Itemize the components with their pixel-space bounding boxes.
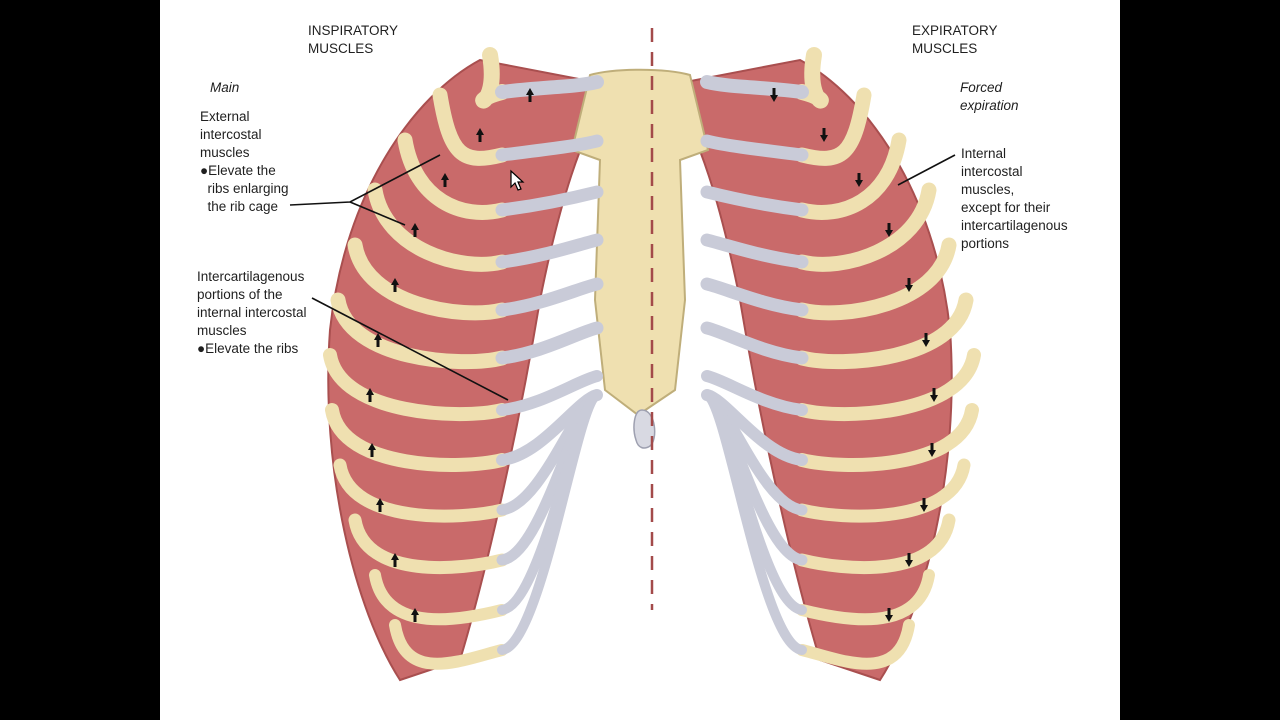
arrow-up-icon: [366, 388, 374, 402]
arrow-up-icon: [411, 223, 419, 237]
arrow-down-icon: [885, 608, 893, 622]
arrow-up-icon: [391, 553, 399, 567]
arrow-up-icon: [374, 333, 382, 347]
inspiratory-muscles-heading: INSPIRATORY MUSCLES: [308, 23, 399, 56]
arrow-down-icon: [928, 443, 936, 457]
left-rib-bone: [389, 619, 508, 670]
right-rib-bone: [795, 513, 956, 575]
muscle-direction-arrows: [366, 88, 938, 622]
ribs: [323, 47, 981, 670]
arrow-up-icon: [441, 173, 449, 187]
main-label: Main: [210, 80, 240, 95]
left-rib-bone: [347, 237, 510, 321]
leader-line-intercartilagenous: [311, 297, 509, 401]
right-rib-bone: [794, 47, 829, 109]
left-rib-bone: [333, 458, 509, 523]
arrow-down-icon: [905, 553, 913, 567]
left-intercostal-muscle-field: [327, 58, 612, 682]
right-rib-bone: [796, 569, 935, 626]
arrow-down-icon: [930, 388, 938, 402]
arrow-down-icon: [905, 278, 913, 292]
left-rib-bone: [432, 87, 510, 166]
left-costal-cartilage: [495, 277, 604, 317]
left-rib-bone: [330, 292, 510, 370]
left-costal-cartilage: [497, 390, 602, 655]
right-costal-cartilage: [700, 134, 809, 162]
internal-intercostal-label: Internal intercostal muscles, except for…: [961, 146, 1068, 251]
right-costal-cartilage: [700, 185, 809, 217]
right-rib-bone: [794, 292, 974, 370]
right-costal-cartilage: [702, 390, 807, 655]
right-costal-cartilage: [700, 233, 809, 269]
right-rib-bone: [794, 237, 957, 321]
right-rib-bone: [794, 132, 907, 220]
rib-cage-illustration: [289, 28, 981, 682]
right-rib-bone: [795, 348, 981, 422]
left-rib-bone: [323, 348, 509, 422]
arrow-up-icon: [376, 498, 384, 512]
right-rib-bone: [794, 182, 937, 272]
left-rib-bone: [397, 132, 510, 220]
left-costal-cartilage: [495, 321, 604, 365]
right-rib-bone: [795, 403, 979, 472]
leader-lines: [289, 154, 956, 401]
slide: INSPIRATORY MUSCLES EXPIRATORY MUSCLES M…: [160, 0, 1120, 720]
arrow-down-icon: [922, 333, 930, 347]
mouse-pointer-icon: [510, 169, 525, 191]
arrow-up-icon: [526, 88, 534, 102]
left-costal-cartilage: [496, 370, 603, 416]
xiphoid-process: [633, 409, 656, 449]
leader-line-external-2: [349, 201, 406, 226]
arrow-down-icon: [770, 88, 778, 102]
right-costal-cartilage: [701, 370, 808, 416]
expiratory-muscles-heading: EXPIRATORY MUSCLES: [912, 23, 998, 56]
right-costal-cartilage: [700, 75, 809, 99]
arrow-down-icon: [885, 223, 893, 237]
arrow-down-icon: [920, 498, 928, 512]
left-costal-cartilage: [495, 75, 604, 99]
arrow-down-icon: [855, 173, 863, 187]
right-rib-bone: [794, 87, 872, 166]
left-rib-bone: [367, 182, 510, 272]
left-rib-bone: [369, 569, 508, 626]
left-rib-bone: [325, 403, 509, 472]
left-costal-cartilage: [495, 134, 604, 162]
right-rib-bone: [796, 619, 915, 670]
right-rib-bone: [795, 458, 971, 523]
right-costal-cartilage: [700, 277, 809, 317]
arrow-up-icon: [368, 443, 376, 457]
sternum: [570, 68, 710, 417]
left-costal-cartilage: [495, 233, 604, 269]
external-intercostal-label: External intercostal muscles ●Elevate th…: [200, 109, 289, 214]
arrow-down-icon: [820, 128, 828, 142]
forced-expiration-label: Forced expiration: [960, 80, 1019, 113]
left-costal-cartilage: [495, 185, 604, 217]
left-rib-bone: [475, 47, 510, 109]
left-rib-bone: [348, 513, 509, 575]
arrow-up-icon: [391, 278, 399, 292]
arrow-up-icon: [411, 608, 419, 622]
intercartilagenous-label: Intercartilagenous portions of the inter…: [197, 269, 307, 356]
arrow-up-icon: [476, 128, 484, 142]
right-costal-cartilage: [700, 321, 809, 365]
leader-line-internal: [897, 154, 956, 186]
